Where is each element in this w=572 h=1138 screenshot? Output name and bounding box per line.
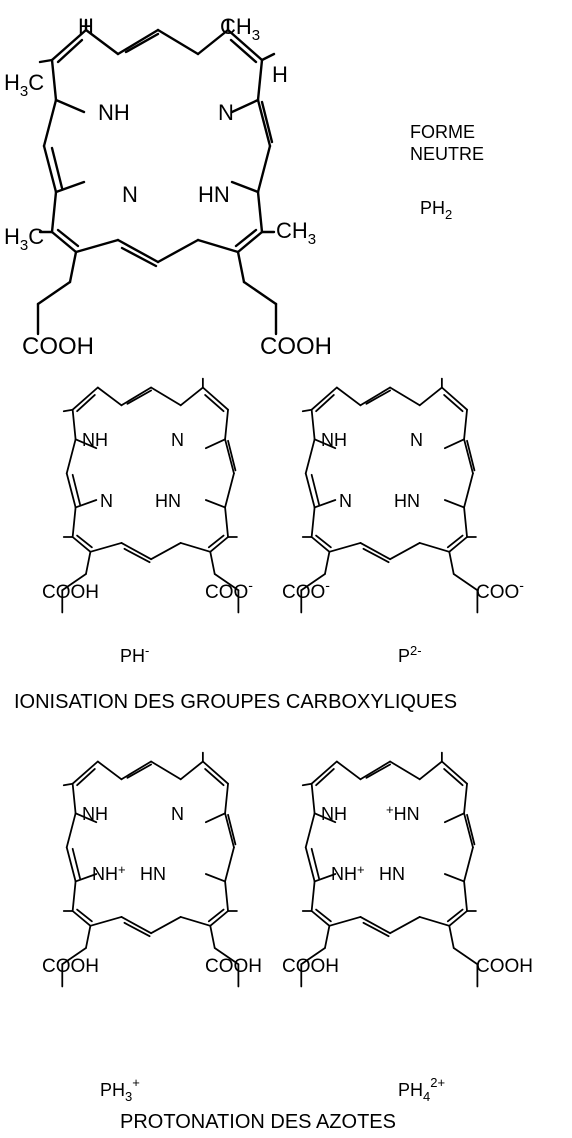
atom-n-bottom: N [100,491,113,511]
atom-h3c-lower: H3C [4,224,44,254]
formula-p-2minus: P2- [398,643,422,666]
p-2minus-labels: NH N N HN COO- COO- P2- [282,430,524,666]
atom-hn: HN [155,491,181,511]
atom-hn: HN [198,182,230,207]
state-title-line1: FORME [410,122,475,142]
protonation-caption: PROTONATION DES AZOTES [120,1111,396,1133]
atom-n-bottom: N [122,182,138,207]
atom-ch3: CH3 [220,14,260,44]
ph3-plus-labels: NH N NH+ HN COOH COOH PH3+ [42,804,262,1104]
formula-ph-minus: PH- [120,643,149,666]
atom-nh: NH [98,100,130,125]
atom-nh-plus: NH+ [92,862,126,884]
atom-h3c: H3C [4,70,44,100]
neutral-porphyrin-structure [36,18,278,336]
atom-nh: NH [82,430,108,450]
atom-coo-minus-right: COO- [476,577,524,603]
neutral-atom-labels: H CH3 H H3C NH N N HN H3C CH3 COOH COOH [4,14,332,360]
atom-nh-plus: NH+ [331,862,365,884]
atom-hn: HN [379,864,405,884]
atom-cooh-left: COOH [42,956,99,977]
atom-n: N [171,804,184,824]
ph4-2plus-structure [300,751,479,988]
atom-n: N [171,430,184,450]
atom-hn-plus: +HN [386,802,420,824]
atom-cooh-left: COOH [282,956,339,977]
atom-nh: NH [82,804,108,824]
atom-coo-minus-left: COO- [282,577,330,603]
formula-ph4-2plus: PH42+ [398,1075,445,1104]
ph3-plus-structure [61,751,240,988]
state-title-line2: NEUTRE [410,144,484,164]
atom-cooh-left: COOH [42,582,99,603]
atom-h: H [78,14,94,39]
atom-n: N [410,430,423,450]
ionisation-caption: IONISATION DES GROUPES CARBOXYLIQUES [14,691,457,713]
p-2minus-structure [300,377,479,614]
formula-ph2: PH2 [420,198,452,222]
ph-minus-structure [61,377,240,614]
atom-cooh-right: COOH [260,333,332,360]
ph-minus-labels: NH N N HN COOH COO- PH- [42,430,253,666]
atom-n: N [218,100,234,125]
atom-hn: HN [140,864,166,884]
neutral-form-caption: FORME NEUTRE PH2 [410,122,484,222]
atom-coo-minus: COO- [205,577,253,603]
atom-nh: NH [321,804,347,824]
atom-nh: NH [321,430,347,450]
atom-h-right: H [272,62,288,87]
atom-cooh-right: COOH [205,956,262,977]
atom-n-bottom: N [339,491,352,511]
atom-ch3-lower: CH3 [276,218,316,248]
formula-ph3-plus: PH3+ [100,1075,140,1104]
atom-cooh-left: COOH [22,333,94,360]
atom-hn: HN [394,491,420,511]
atom-cooh-right: COOH [476,956,533,977]
ph4-2plus-labels: NH +HN NH+ HN COOH COOH PH42+ [282,802,533,1104]
